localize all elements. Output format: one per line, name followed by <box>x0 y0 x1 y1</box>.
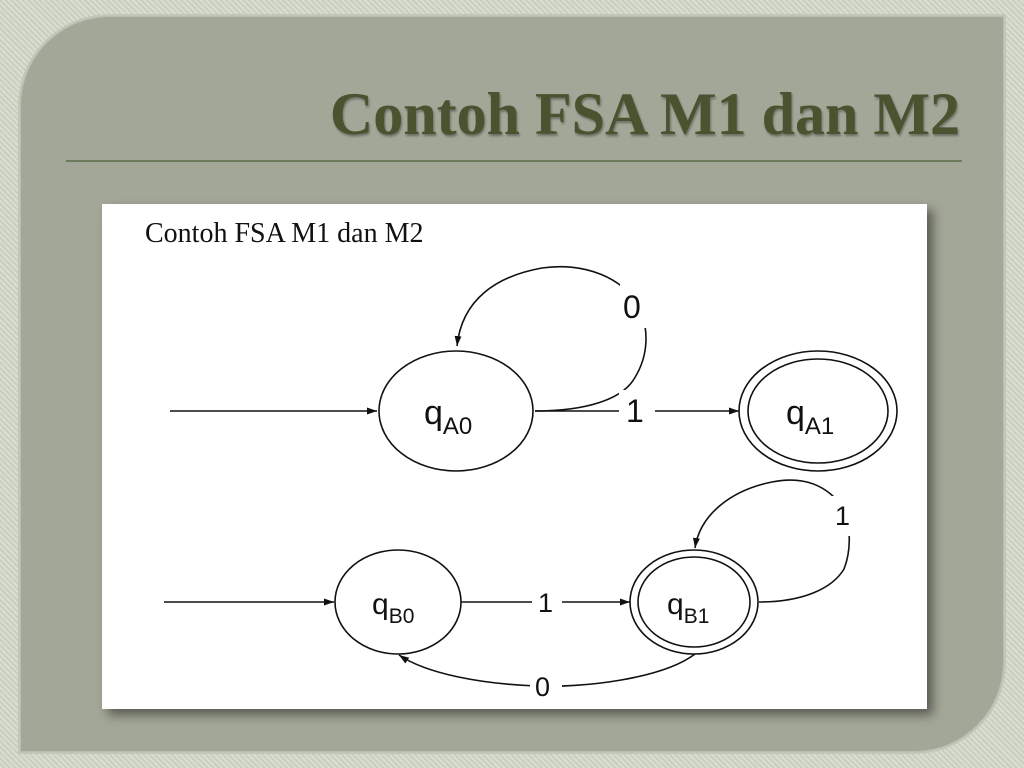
slide-title: Contoh FSA M1 dan M2 <box>329 81 960 147</box>
state-qa0-sub: A0 <box>443 413 472 440</box>
m2-transition-label: 1 <box>538 588 553 618</box>
state-qa1-inner <box>747 358 889 464</box>
m1-transition-label-bg <box>619 390 655 432</box>
m2-loop-label: 1 <box>835 501 850 531</box>
state-qa1-outer <box>738 350 898 472</box>
fsa-diagram: qA0 0 1 qA1 qB0 1 qB1 1 <box>164 265 898 704</box>
state-qb1-outer <box>629 549 759 655</box>
m2-loop-label-bg <box>830 496 860 536</box>
m2-back-label: 0 <box>535 672 550 702</box>
machine-m2: qB0 1 qB1 1 0 <box>164 479 860 704</box>
m2-transition-label-bg <box>532 584 562 620</box>
figure-caption: Contoh FSA M1 dan M2 <box>145 218 424 249</box>
m1-transition-label: 1 <box>626 393 644 429</box>
state-qb1-label: qB1 <box>667 588 709 628</box>
state-qb1-sub: B1 <box>684 605 710 628</box>
state-qa1-label: qA1 <box>786 394 834 440</box>
state-qb0 <box>334 549 462 655</box>
m2-loop-1 <box>693 479 851 603</box>
state-qa1-sub: A1 <box>805 413 834 440</box>
state-qa0 <box>378 350 534 472</box>
state-qb0-sub: B0 <box>389 605 415 628</box>
title-divider <box>66 160 962 162</box>
fsa-figure: Contoh FSA M1 dan M2 qA0 0 1 qA1 <box>102 204 927 709</box>
m2-back-label-bg <box>530 666 562 704</box>
machine-m1: qA0 0 1 qA1 <box>170 265 898 472</box>
state-qa0-label: qA0 <box>424 394 472 440</box>
state-qb1-inner <box>637 556 751 648</box>
m1-loop-label-bg <box>620 284 656 328</box>
m1-loop-0 <box>454 265 647 412</box>
m1-loop-label: 0 <box>623 289 641 325</box>
state-qa0-base: q <box>424 394 443 432</box>
state-qb0-label: qB0 <box>372 588 414 628</box>
state-qb1-base: q <box>667 588 684 621</box>
state-qb0-base: q <box>372 588 389 621</box>
state-qa1-base: q <box>786 394 805 432</box>
